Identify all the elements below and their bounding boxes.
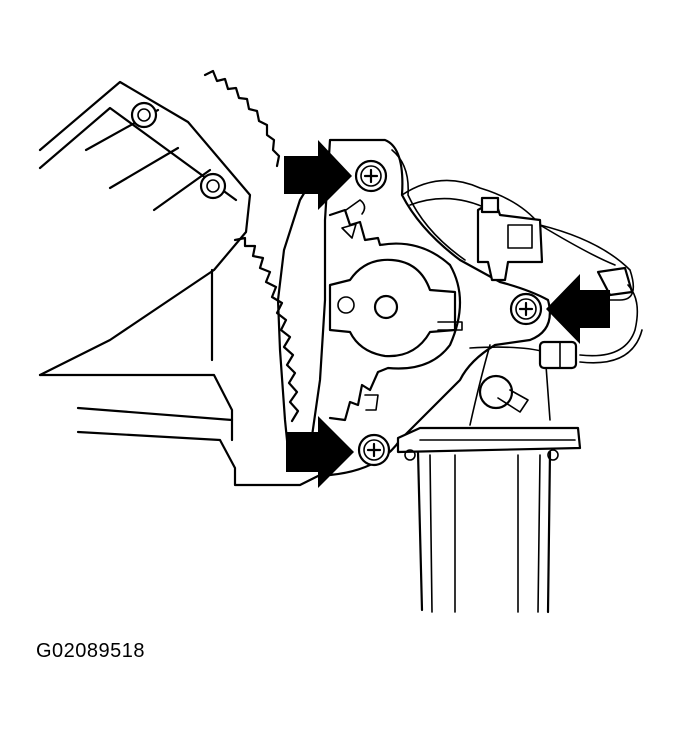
sector-gear-teeth-top <box>203 69 281 168</box>
pinion-shaft <box>373 294 399 320</box>
figure-id-label: G02089518 <box>36 640 146 662</box>
mount-hole <box>337 296 355 314</box>
arrow-right <box>546 274 610 344</box>
bracket-hole-upper-inner <box>137 108 151 122</box>
right-bolt <box>509 292 543 326</box>
side-connector <box>538 340 578 370</box>
wire-harness <box>579 284 639 357</box>
bracket-hole-upper <box>130 101 158 129</box>
upper-bolt <box>354 159 388 193</box>
bracket-hole-lower-inner <box>206 179 220 193</box>
motor-housing <box>308 138 635 477</box>
regulator-bracket <box>38 80 332 487</box>
arrow-upper-left <box>284 140 352 210</box>
sector-gear-teeth-left <box>233 236 300 423</box>
motor-cylinder <box>396 426 582 614</box>
motor-boss <box>478 374 529 413</box>
arrow-lower-left <box>286 416 354 488</box>
bracket-hole-lower <box>199 172 227 200</box>
connector-plug <box>476 196 544 282</box>
lower-bolt <box>357 433 391 467</box>
